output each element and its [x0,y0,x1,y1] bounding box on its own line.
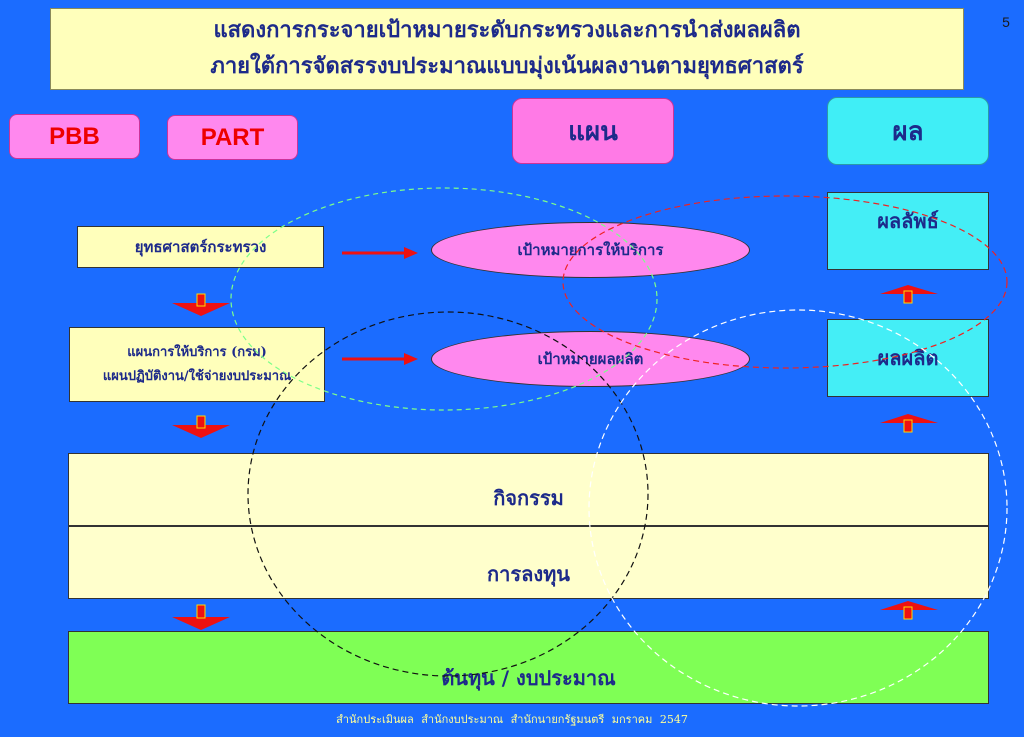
operation-plan-label: แผนปฏิบัติงาน/ใช้จ่ายงบประมาณ [102,368,292,384]
red-dashed-circle [562,195,1008,369]
arrow-up-1 [880,285,938,304]
output-target-ellipse: เป้าหมายผลผลิต [431,331,750,387]
ministry-strategy-box: ยุทธศาสตร์กระทรวง [77,226,324,268]
title-line-1: แสดงการกระจายเป้าหมายระดับกระทรวงและการน… [213,18,801,43]
plan-header: แผน [512,98,674,164]
footer-credit: สำนักประเมินผล สำนักงบประมาณ สำนักนายกรั… [336,713,688,726]
arrow-down-1 [172,293,230,316]
service-target-ellipse: เป้าหมายการให้บริการ [431,222,750,278]
investment-band: การลงทุน [68,526,989,599]
green-dashed-circle [230,187,658,411]
arrow-down-3 [172,604,230,630]
black-dashed-circle [247,311,649,677]
arrow-right-2 [342,353,418,365]
white-dashed-circle [588,309,1008,707]
service-plan-box: แผนการให้บริการ (กรม) แผนปฏิบัติงาน/ใช้จ… [69,327,325,402]
arrow-right-1 [342,247,418,259]
activity-band: กิจกรรม [68,453,989,526]
part-tag: PART [167,115,298,160]
title-box: แสดงการกระจายเป้าหมายระดับกระทรวงและการน… [50,8,964,90]
output-box: ผลผลิต [827,319,989,397]
outcome-box: ผลลัพธ์ [827,192,989,270]
pbb-tag: PBB [9,114,140,159]
title-line-2: ภายใต้การจัดสรรงบประมาณแบบมุ่งเน้นผลงานต… [210,54,804,79]
arrow-down-2 [172,415,230,438]
budget-band: ต้นทุน / งบประมาณ [68,631,989,704]
arrow-up-3 [880,601,938,620]
page-number: 5 [1002,14,1010,30]
service-plan-label: แผนการให้บริการ (กรม) [127,344,267,360]
arrow-up-2 [880,414,938,433]
result-header: ผล [827,97,989,165]
